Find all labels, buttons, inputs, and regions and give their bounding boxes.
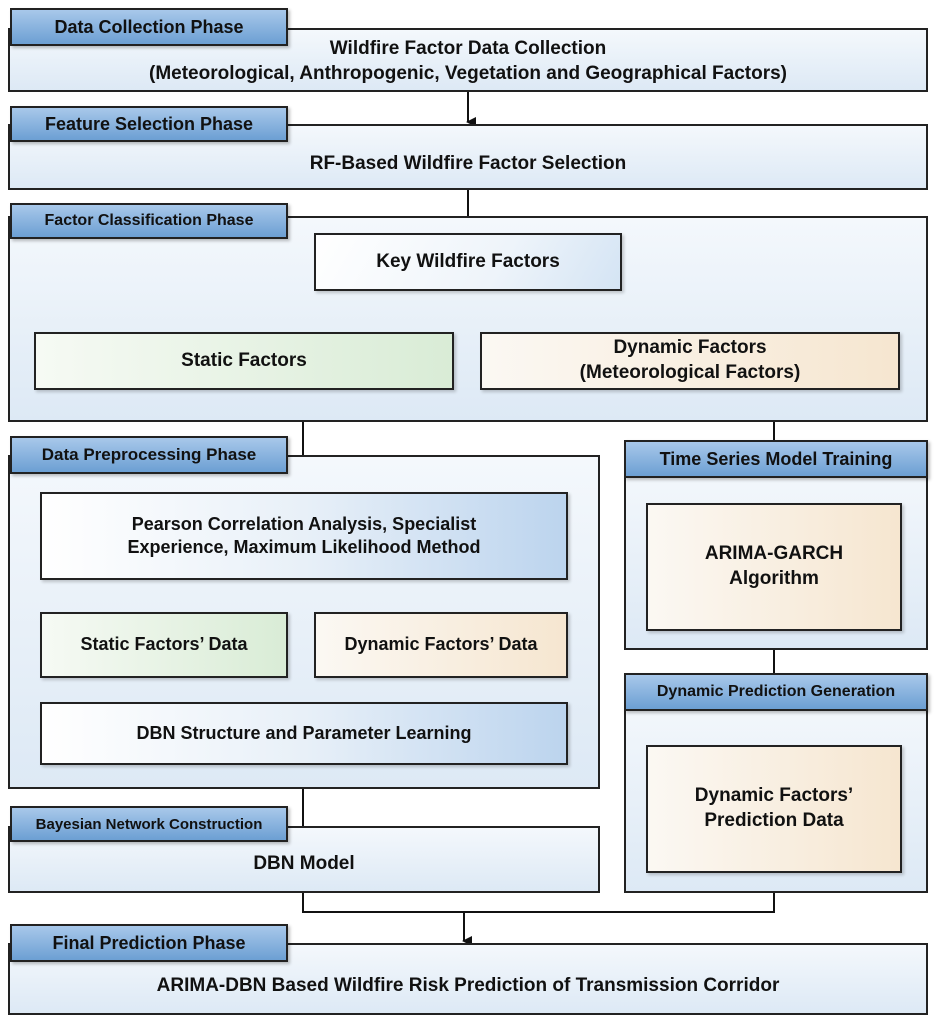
- arima-garch-algorithm: ARIMA-GARCH Algorithm: [646, 503, 902, 631]
- phase-tag-data-collection: Data Collection Phase: [10, 8, 288, 46]
- static-factors: Static Factors: [34, 332, 454, 390]
- dbn-structure-learning: DBN Structure and Parameter Learning: [40, 702, 568, 765]
- prediction-data-label: Dynamic Factors’: [694, 785, 854, 807]
- dynamic-factors: Dynamic Factors (Meteorological Factors): [480, 332, 900, 390]
- phase-tag-time-series: Time Series Model Training: [624, 440, 928, 478]
- phase-tag-dynamic-prediction: Dynamic Prediction Generation: [624, 673, 928, 711]
- dynamic-factors-data: Dynamic Factors’ Data: [314, 612, 568, 678]
- prediction-data-sublabel: Prediction Data: [704, 810, 844, 831]
- phase-tag-bayesian-network: Bayesian Network Construction: [10, 806, 288, 842]
- collection-subtitle: (Meteorological, Anthropogenic, Vegetati…: [149, 63, 787, 84]
- key-wildfire-factors: Key Wildfire Factors: [314, 233, 622, 291]
- phase-tag-factor-classification: Factor Classification Phase: [10, 203, 288, 239]
- phase-tag-feature-selection: Feature Selection Phase: [10, 106, 288, 142]
- pearson-line-2: Experience, Maximum Likelihood Method: [127, 537, 481, 557]
- collection-panel: Wildfire Factor Data Collection (Meteoro…: [8, 28, 928, 92]
- phase-tag-final-prediction: Final Prediction Phase: [10, 924, 288, 962]
- pearson-line-1: Pearson Correlation Analysis, Specialist: [131, 513, 477, 534]
- phase-tag-data-preprocessing: Data Preprocessing Phase: [10, 436, 288, 474]
- merge-to-final: [302, 893, 775, 913]
- pearson-analysis: Pearson Correlation Analysis, Specialist…: [40, 492, 568, 580]
- arima-sublabel: Algorithm: [729, 568, 819, 589]
- dynamic-prediction-data: Dynamic Factors’ Prediction Data: [646, 745, 902, 873]
- dynamic-factors-sublabel: (Meteorological Factors): [579, 362, 801, 383]
- dynamic-factors-label: Dynamic Factors: [613, 337, 767, 359]
- collection-title: Wildfire Factor Data Collection: [329, 38, 607, 60]
- static-factors-data: Static Factors’ Data: [40, 612, 288, 678]
- arima-label: ARIMA-GARCH: [704, 543, 844, 565]
